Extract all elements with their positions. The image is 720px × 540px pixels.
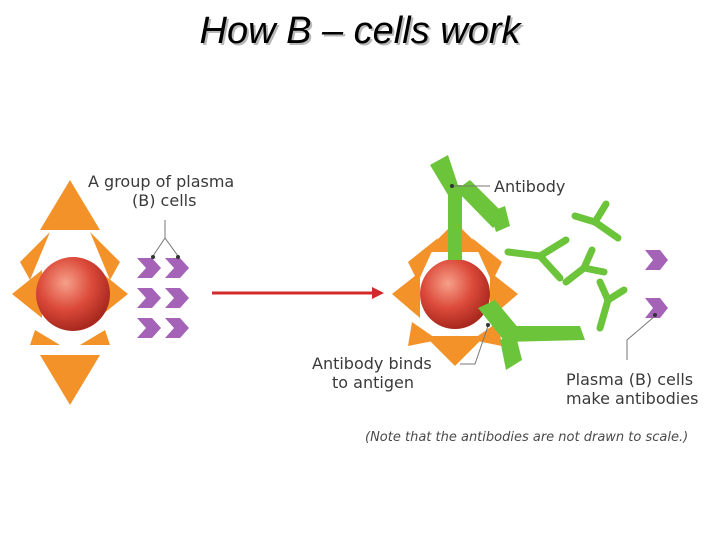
antigen-left xyxy=(12,180,128,405)
label-line: (B) cells xyxy=(132,191,197,210)
antibody-bound-bottom xyxy=(478,300,585,370)
plasma-cell-group xyxy=(137,258,189,338)
label-line: Plasma (B) cells xyxy=(566,370,694,389)
plasma-cell xyxy=(165,318,189,338)
label-line: to antigen xyxy=(332,373,414,392)
plasma-cells-right xyxy=(645,250,668,318)
free-antibody xyxy=(571,200,622,242)
label-plasma-group: A group of plasma (B) cells xyxy=(88,172,234,210)
plasma-cell xyxy=(165,288,189,308)
label-antibody-binds: Antibody binds to antigen xyxy=(312,354,432,392)
free-antibody xyxy=(504,236,570,282)
plasma-cell xyxy=(137,288,161,308)
leader-lines xyxy=(450,184,657,365)
plasma-cell xyxy=(137,258,161,278)
free-antibodies xyxy=(504,200,628,332)
plasma-cell xyxy=(137,318,161,338)
label-antibody: Antibody xyxy=(494,177,566,196)
plasma-cell xyxy=(165,258,189,278)
label-line: A group of plasma xyxy=(88,172,235,191)
antibody-bound-top xyxy=(430,155,510,260)
scale-note: (Note that the antibodies are not drawn … xyxy=(365,430,689,445)
plasma-cell xyxy=(645,250,668,270)
page-title: How B – cells work xyxy=(199,10,521,52)
free-antibody xyxy=(562,246,608,286)
label-line: make antibodies xyxy=(566,389,699,408)
plasma-cell xyxy=(645,298,668,318)
label-plasma-make: Plasma (B) cells make antibodies xyxy=(566,370,698,408)
process-arrow xyxy=(212,287,384,299)
free-antibody xyxy=(596,278,628,332)
label-line: Antibody binds xyxy=(312,354,432,373)
antigen-right xyxy=(392,222,518,366)
group-leader-lines xyxy=(151,220,180,259)
